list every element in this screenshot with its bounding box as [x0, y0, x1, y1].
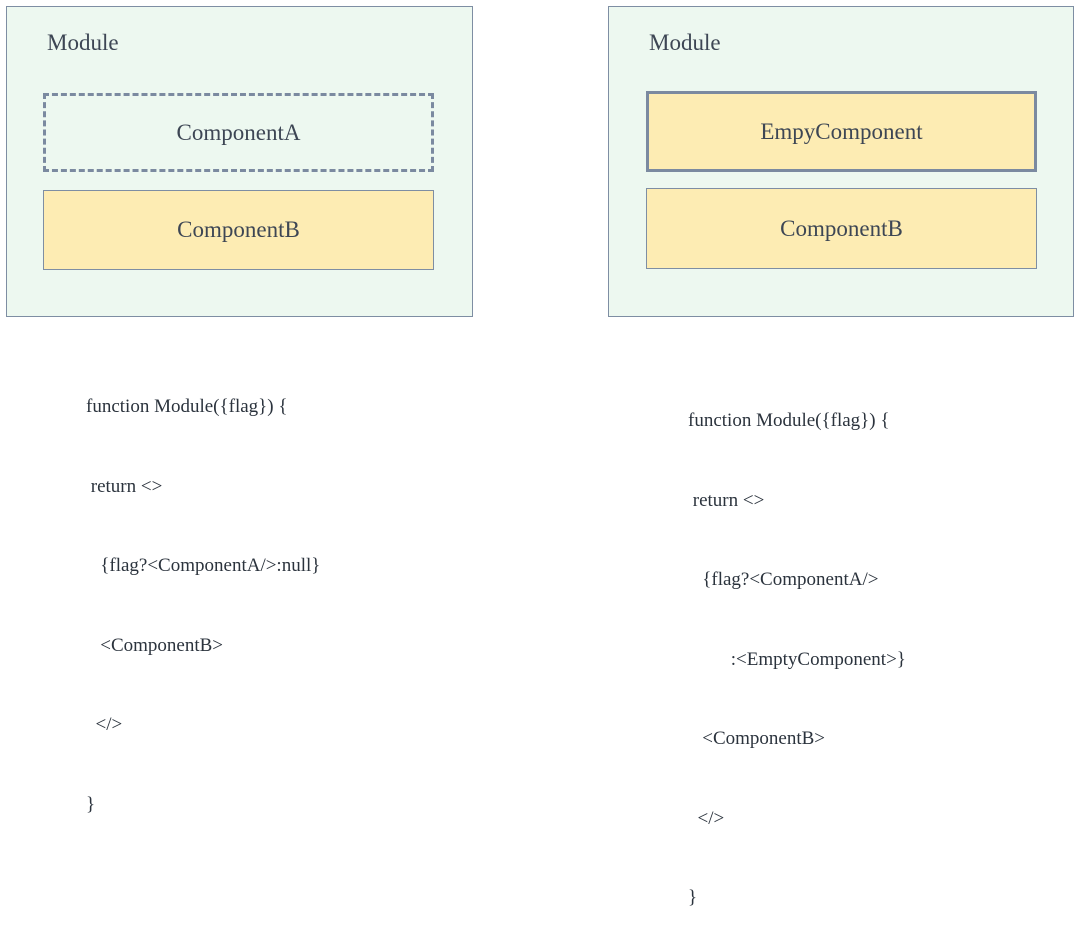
- left-component-a-label: ComponentA: [176, 119, 301, 145]
- code-line: function Module({flag}) {: [688, 410, 890, 431]
- code-line: :<EmptyComponent>}: [688, 648, 906, 670]
- code-line: return <>: [688, 489, 765, 511]
- code-line: </>: [688, 807, 725, 829]
- left-code-snippet: function Module({flag}) { return <> {fla…: [86, 341, 320, 845]
- right-module-title: Module: [649, 30, 721, 55]
- code-line: <ComponentB>: [688, 728, 826, 749]
- right-component-b-label: ComponentB: [780, 215, 903, 241]
- right-code-snippet: function Module({flag}) { return <> {fla…: [688, 355, 906, 938]
- left-component-b-label: ComponentB: [177, 217, 300, 242]
- right-empty-component-label: EmpyComponent: [760, 118, 923, 144]
- left-component-a-placeholder: ComponentA: [43, 93, 434, 172]
- left-module-title: Module: [47, 30, 119, 55]
- right-module-box: Module EmpyComponent ComponentB: [608, 6, 1074, 317]
- code-line: }: [688, 887, 698, 908]
- left-module-box: Module ComponentA ComponentB: [6, 6, 473, 317]
- left-component-b-box: ComponentB: [43, 190, 434, 270]
- code-line: {flag?<ComponentA/>: [688, 569, 879, 590]
- code-line: }: [86, 793, 96, 815]
- code-line: {flag?<ComponentA/>:null}: [86, 555, 321, 576]
- code-line: </>: [86, 714, 123, 735]
- right-component-b-box: ComponentB: [646, 188, 1037, 269]
- right-empty-component-box: EmpyComponent: [646, 91, 1037, 172]
- code-line: function Module({flag}) {: [86, 396, 288, 417]
- code-line: return <>: [86, 475, 163, 497]
- code-line: <ComponentB>: [86, 634, 224, 656]
